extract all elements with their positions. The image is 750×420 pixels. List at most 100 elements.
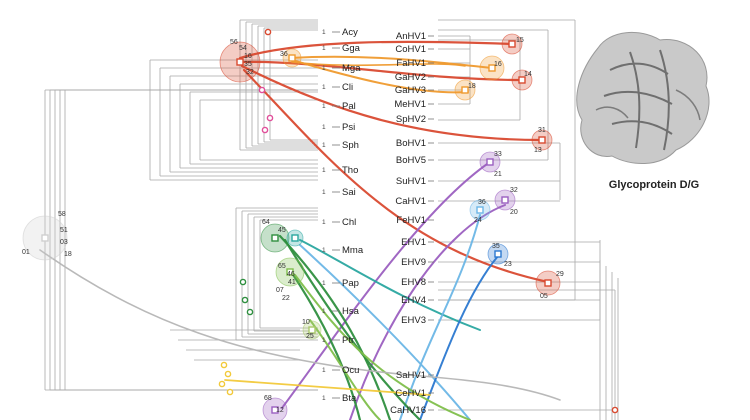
host-node-number: 64 (262, 219, 270, 226)
virus-label: FaHV1 (396, 58, 426, 69)
virus-label: GaHV2 (395, 72, 426, 83)
host-tick-label: 1 (322, 142, 326, 149)
small-node-marker (226, 388, 234, 396)
host-tick-label: 1 (322, 45, 326, 52)
host-node-number: 18 (64, 251, 72, 258)
association-link (291, 61, 466, 67)
host-label: Psi (342, 122, 355, 133)
virus-node-number: 31 (538, 127, 546, 134)
virus-label: BoHV5 (396, 155, 426, 166)
small-node-marker (261, 126, 269, 134)
node-marker (486, 158, 494, 166)
small-node-marker (246, 308, 254, 316)
host-node-number: 35 (244, 61, 252, 68)
host-node-number: 32 (246, 69, 254, 76)
small-node-marker (264, 28, 272, 36)
host-label: Pal (342, 101, 356, 112)
small-node-marker (241, 296, 249, 304)
host-node-number: 03 (60, 239, 68, 246)
virus-node-number: 33 (494, 151, 502, 158)
host-node-number: 58 (58, 211, 66, 218)
host-label: Ocu (342, 365, 359, 376)
virus-node-number: 32 (510, 187, 518, 194)
small-node-marker (266, 114, 274, 122)
protein-structure-image (576, 31, 710, 165)
host-node-number: 46 (287, 271, 295, 278)
node-marker (461, 86, 469, 94)
host-label: Acy (342, 27, 358, 38)
association-link (238, 40, 514, 60)
association-link (299, 244, 471, 420)
host-label: Gga (342, 43, 361, 54)
host-tick-label: 1 (322, 308, 326, 315)
association-link (242, 68, 550, 284)
host-tick-label: 1 (322, 84, 326, 91)
node-marker (494, 250, 502, 258)
association-link (309, 319, 381, 420)
node-marker (544, 279, 552, 287)
virus-label: AnHV1 (396, 31, 426, 42)
host-node-number: 01 (22, 249, 30, 256)
host-node-number: 41 (288, 279, 296, 286)
virus-label: MeHV1 (394, 99, 426, 110)
node-marker (271, 234, 279, 242)
protein-caption: Glycoprotein D/G (609, 179, 699, 191)
host-tick-label: 1 (322, 65, 326, 72)
host-label: Sai (342, 187, 356, 198)
association-link (288, 268, 362, 420)
virus-node-number: 13 (534, 147, 542, 154)
association-link (224, 379, 431, 396)
small-node-marker (220, 361, 228, 369)
node-marker (271, 406, 279, 414)
host-tick-label: 1 (322, 189, 326, 196)
virus-node-number: 20 (510, 209, 518, 216)
node-marker (286, 268, 294, 276)
virus-node-number: 15 (516, 37, 524, 44)
node-marker (476, 206, 484, 214)
virus-label: EHV1 (401, 237, 426, 248)
node-marker (518, 76, 526, 84)
association-link (291, 59, 469, 94)
host-tick-label: 1 (322, 247, 326, 254)
virus-label: CeHV1 (395, 388, 426, 399)
host-label: Mga (342, 63, 361, 74)
host-tick-label: 1 (322, 124, 326, 131)
node-marker (538, 136, 546, 144)
host-tick-label: 1 (322, 395, 326, 402)
virus-node-number: 21 (494, 171, 502, 178)
association-link (278, 234, 392, 420)
host-node-number: 10 (302, 319, 310, 326)
virus-label: EHV4 (401, 295, 426, 306)
virus-node-number: 14 (524, 71, 532, 78)
host-tick-label: 1 (322, 103, 326, 110)
host-label: Hsa (342, 306, 360, 317)
host-label: Sph (342, 140, 359, 151)
association-link (240, 64, 544, 142)
virus-node-number: 18 (468, 83, 476, 90)
node-marker (41, 234, 49, 242)
virus-label: FeHV1 (396, 215, 426, 226)
host-label: Ptr (342, 335, 354, 346)
host-label: Pap (342, 278, 359, 289)
node-marker (488, 64, 496, 72)
small-node-marker (218, 380, 226, 388)
virus-node-number: 05 (540, 293, 548, 300)
host-node-number: 12 (276, 407, 284, 414)
virus-label: BoHV1 (396, 138, 426, 149)
virus-label: EHV9 (401, 257, 426, 268)
virus-label: GaHV3 (395, 85, 426, 96)
host-node-number: 51 (60, 227, 68, 234)
virus-node-number: 35 (492, 243, 500, 250)
host-label: Bta (342, 393, 357, 404)
node-marker (501, 196, 509, 204)
association-link (299, 239, 481, 331)
association-link (289, 55, 493, 69)
association-link (238, 60, 522, 82)
host-node-number: 65 (278, 263, 286, 270)
host-node-number: 68 (264, 395, 272, 402)
host-label: Cli (342, 82, 353, 93)
host-tree (44, 19, 318, 391)
virus-node-number: 24 (474, 217, 482, 224)
